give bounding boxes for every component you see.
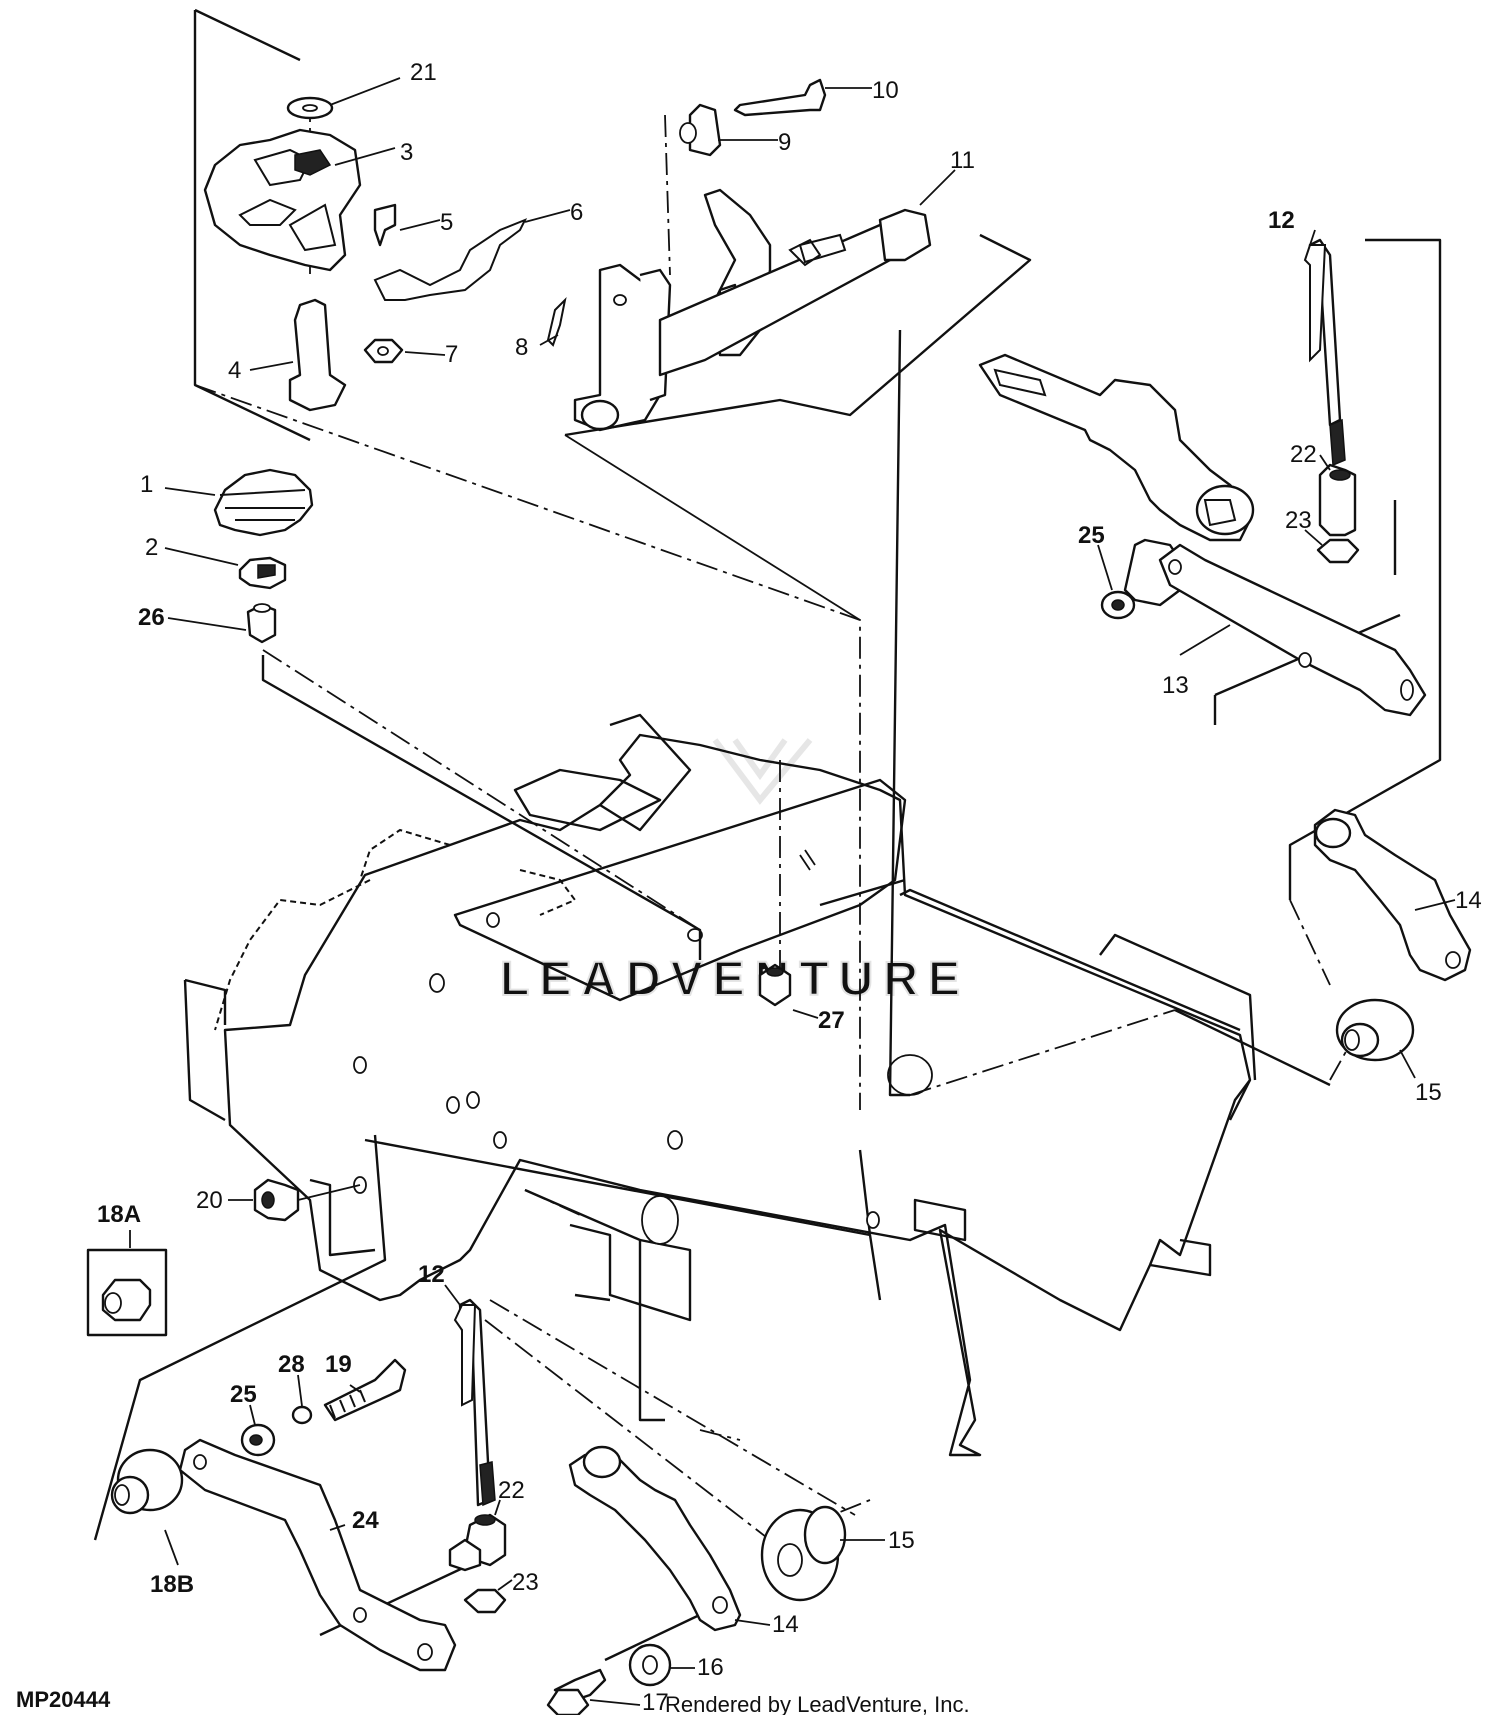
callout-14-left: 14: [772, 1611, 799, 1638]
main-frame: [183, 713, 1257, 1457]
callout-25-left: 25: [230, 1381, 257, 1408]
detail-box-18A: [86, 1248, 168, 1337]
callout-28: 28: [278, 1351, 305, 1378]
knob-stack: [213, 468, 792, 1007]
watermark: LEADVENTURE: [499, 738, 970, 1007]
callout-13: 13: [1162, 672, 1189, 699]
callout-9: 9: [778, 129, 791, 156]
bushing-9: [688, 103, 722, 157]
bolt-5: [373, 203, 397, 247]
callout-18A: 18A: [97, 1201, 141, 1228]
bushing-27: [758, 963, 792, 1007]
callout-24: 24: [352, 1507, 379, 1534]
lower-link-14-right: [1313, 808, 1472, 982]
callout-10: 10: [872, 77, 899, 104]
callout-20: 20: [196, 1187, 223, 1214]
callout-18B: 18B: [150, 1571, 194, 1598]
callout-11: 11: [950, 147, 975, 174]
callout-25-right: 25: [1078, 522, 1105, 549]
nut-20: [253, 1178, 300, 1222]
pin-10: [733, 78, 827, 117]
right-lower-links: [1313, 808, 1472, 1062]
callout-2: 2: [145, 534, 158, 561]
nut-23-right: [1316, 538, 1360, 564]
render-credit: Rendered by LeadVenture, Inc.: [665, 1692, 970, 1715]
callout-14-right: 14: [1455, 887, 1482, 914]
callout-1: 1: [140, 471, 153, 498]
figure-id: MP20444: [16, 1687, 111, 1712]
callout-15-right: 15: [1415, 1079, 1442, 1106]
callout-15-left: 15: [888, 1527, 915, 1554]
callout-labels: 21 3 5 6 7 4 8 9 10 11 12 22 23 25 13 1 …: [97, 59, 1482, 1715]
callout-6: 6: [570, 199, 583, 226]
callout-26: 26: [138, 604, 165, 631]
callout-22-right: 22: [1290, 441, 1317, 468]
gear-plate-assembly: [203, 96, 528, 412]
lift-arm-13: [1158, 543, 1427, 717]
callout-19: 19: [325, 1351, 352, 1378]
callout-23-left: 23: [512, 1569, 539, 1596]
lower-link-14-left: [568, 1448, 742, 1632]
callout-27: 27: [818, 1007, 845, 1034]
left-lower-assembly: [110, 1298, 507, 1672]
callout-12-left: 12: [418, 1261, 445, 1288]
callout-7: 7: [445, 341, 458, 368]
lift-arm-24: [178, 1438, 457, 1672]
lift-shaft-assembly: [546, 78, 932, 432]
washer-28: [291, 1405, 313, 1425]
bottom-center-links: [546, 1445, 847, 1715]
callout-12-right: 12: [1268, 207, 1295, 234]
callout-4: 4: [228, 357, 241, 384]
watermark-text: LEADVENTURE: [500, 953, 970, 1006]
knob-1: [213, 468, 314, 537]
callout-3: 3: [400, 139, 413, 166]
nut-23-left: [463, 1588, 507, 1614]
pivot-shaft-4: [288, 298, 347, 412]
callout-8: 8: [515, 334, 528, 361]
callout-16: 16: [697, 1654, 724, 1681]
callout-22-left: 22: [498, 1477, 525, 1504]
callout-leaders: [129, 77, 1456, 1706]
left-side-parts: [86, 1178, 361, 1337]
callout-21: 21: [410, 59, 437, 86]
callout-5: 5: [440, 209, 453, 236]
spring-6: [373, 218, 528, 301]
right-lift-arm-assembly: [978, 238, 1427, 717]
bolt-19: [323, 1358, 407, 1422]
callout-23-right: 23: [1285, 507, 1312, 534]
callout-17: 17: [642, 1689, 669, 1715]
